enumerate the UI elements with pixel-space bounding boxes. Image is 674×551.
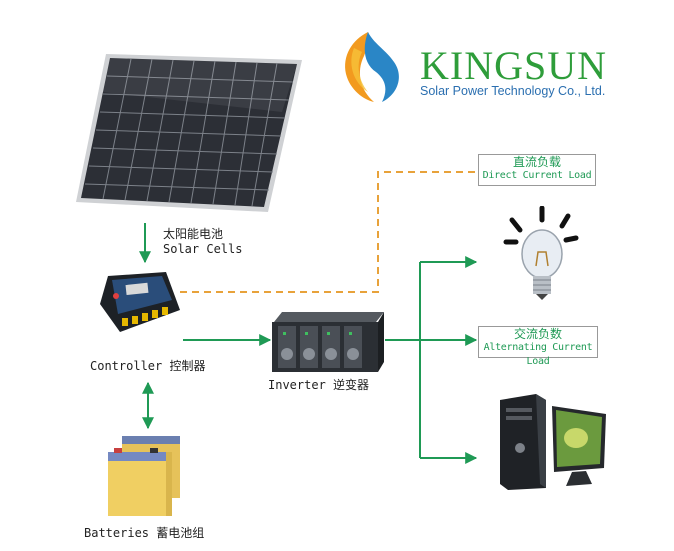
controller-label: Controller 控制器: [90, 359, 206, 373]
light-bulb-icon: [503, 206, 579, 300]
dc-load-link: [180, 171, 478, 293]
inverter-icon: [272, 312, 384, 372]
brand-name: KINGSUN: [420, 43, 607, 88]
batteries-label: Batteries 蓄电池组: [84, 526, 205, 540]
solar-cells-label-en: Solar Cells: [163, 242, 243, 256]
ac-load-label-en: Alternating Current Load: [483, 342, 593, 367]
batteries-icon: [108, 436, 180, 516]
solar-cells-label-zh: 太阳能电池: [163, 227, 224, 241]
dc-load-label-en: Direct Current Load: [482, 170, 592, 181]
dc-load-label-zh: 直流负载: [512, 155, 561, 169]
brand-tagline: Solar Power Technology Co., Ltd.: [420, 84, 606, 98]
solar-panel-icon: [76, 54, 302, 212]
ac-load-label-zh: 交流负数: [513, 327, 562, 341]
kingsun-logo-icon: [345, 32, 399, 102]
dc-load-box: 直流负载 Direct Current Load: [478, 154, 596, 186]
desktop-computer-icon: [500, 394, 606, 490]
ac-load-box: 交流负数 Alternating Current Load: [478, 326, 598, 367]
controller-icon: [100, 272, 180, 332]
inverter-label: Inverter 逆变器: [268, 378, 370, 392]
